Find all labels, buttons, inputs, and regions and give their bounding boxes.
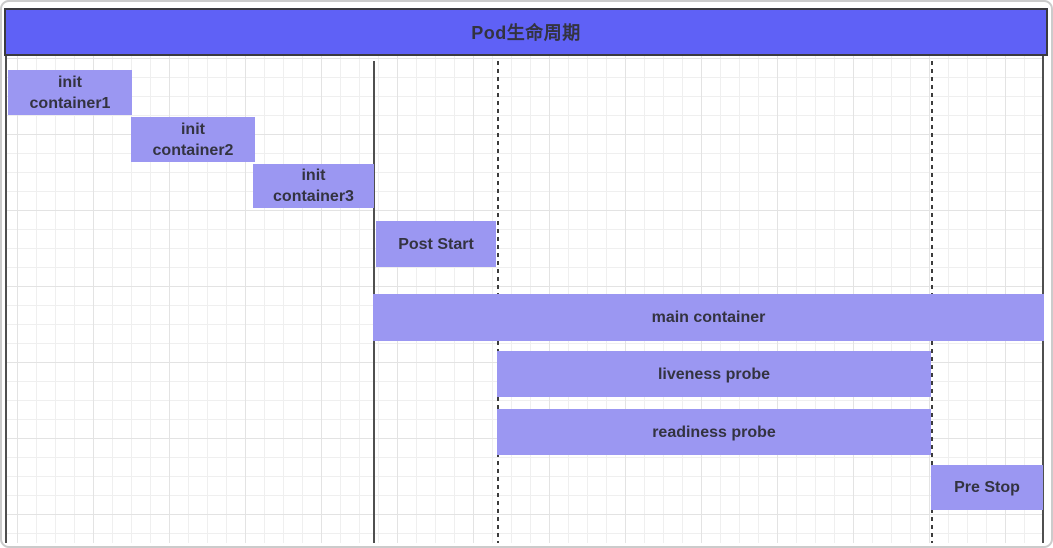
diagram-title-bar: Pod生命周期 bbox=[4, 8, 1048, 56]
bar-init-container2: init container2 bbox=[131, 117, 255, 162]
bar-readiness-probe: readiness probe bbox=[497, 409, 931, 455]
bar-post-start: Post Start bbox=[376, 221, 496, 267]
bar-main-container: main container bbox=[373, 294, 1044, 341]
timeline-grid: init container1 init container2 init con… bbox=[5, 56, 1044, 543]
bar-init-container3: init container3 bbox=[253, 164, 374, 208]
bar-liveness-probe: liveness probe bbox=[497, 351, 931, 397]
bar-init-container1: init container1 bbox=[8, 70, 132, 115]
diagram-title: Pod生命周期 bbox=[471, 23, 581, 43]
bar-pre-stop: Pre Stop bbox=[931, 465, 1043, 510]
timeline-left-border bbox=[5, 56, 7, 543]
